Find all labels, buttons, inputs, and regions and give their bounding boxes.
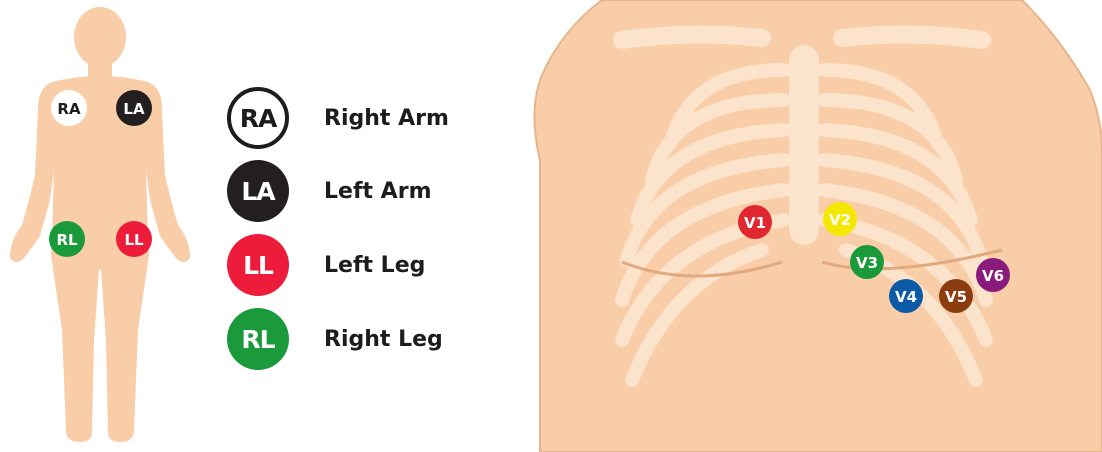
electrode-v1-label: V1 (744, 214, 766, 232)
chest-diagram: V1 V2 V3 V4 V5 V6 (522, 0, 1102, 452)
legend-badge-ra: RA (227, 87, 289, 149)
figure-electrode-rl: RL (49, 221, 85, 257)
body-silhouette: RA LA RL LL (0, 0, 210, 452)
figure-electrode-ra-label: RA (57, 100, 81, 118)
electrode-v6: V6 (976, 258, 1010, 292)
electrode-v2: V2 (823, 202, 857, 236)
figure-electrode-la: LA (116, 90, 152, 126)
legend-badge-rl: RL (227, 308, 289, 370)
legend-item-left-leg: LL Left Leg (227, 234, 425, 296)
electrode-v1: V1 (738, 205, 772, 239)
body-silhouette-panel: RA LA RL LL (0, 0, 210, 452)
chest-diagram-panel: V1 V2 V3 V4 V5 V6 (522, 0, 1102, 452)
figure-electrode-la-label: LA (123, 100, 145, 118)
electrode-v5-label: V5 (945, 288, 967, 306)
electrode-v3: V3 (850, 245, 884, 279)
limb-lead-legend: RA Right Arm LA Left Arm LL Left Leg RL … (215, 0, 515, 452)
legend-item-right-leg: RL Right Leg (227, 308, 443, 370)
legend-label-right-leg: Right Leg (324, 327, 443, 352)
legend-item-right-arm: RA Right Arm (227, 87, 449, 149)
electrode-v6-label: V6 (982, 267, 1004, 285)
electrode-v4: V4 (889, 279, 923, 313)
electrode-v3-label: V3 (856, 254, 878, 272)
figure-electrode-ll: LL (116, 221, 152, 257)
legend-label-left-leg: Left Leg (324, 253, 425, 278)
legend-item-left-arm: LA Left Arm (227, 160, 432, 222)
figure-electrode-ra: RA (51, 90, 87, 126)
electrode-v4-label: V4 (895, 288, 917, 306)
legend-badge-ll: LL (227, 234, 289, 296)
legend-label-left-arm: Left Arm (324, 179, 432, 204)
electrode-v5: V5 (939, 279, 973, 313)
legend-label-right-arm: Right Arm (324, 106, 449, 131)
figure-electrode-rl-label: RL (56, 231, 78, 249)
figure-electrode-ll-label: LL (124, 231, 144, 249)
legend-badge-la: LA (227, 160, 289, 222)
electrode-v2-label: V2 (829, 211, 851, 229)
